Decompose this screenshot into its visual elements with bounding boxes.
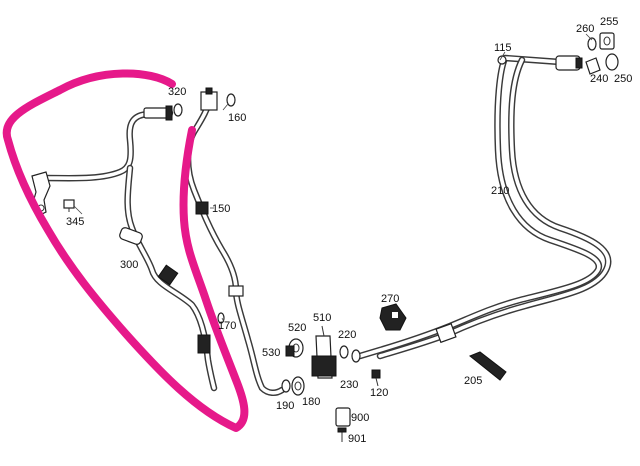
- callout-345: 345: [66, 216, 84, 228]
- grommet-190: [281, 379, 291, 393]
- nut-530: [285, 345, 295, 357]
- washer-230: [351, 349, 361, 363]
- sensor-270: [379, 303, 407, 331]
- callout-530: 530: [262, 347, 280, 359]
- bracket-510: [311, 325, 337, 379]
- callout-120: 120: [370, 387, 388, 399]
- callout-260: 260: [576, 23, 594, 35]
- callout-180: 180: [302, 396, 320, 408]
- screw-120: [371, 369, 381, 387]
- washer-220: [339, 345, 349, 359]
- callout-255: 255: [600, 16, 618, 28]
- hose-assembly-300: [31, 103, 218, 392]
- highlight-outline: [2, 69, 249, 432]
- callout-240: 240: [590, 73, 608, 85]
- callout-270: 270: [381, 293, 399, 305]
- callout-320: 320: [168, 86, 186, 98]
- filter-205: [469, 351, 507, 381]
- callout-220: 220: [338, 329, 356, 341]
- cap-250: [605, 53, 619, 71]
- callout-250: 250: [614, 73, 632, 85]
- callout-230: 230: [340, 379, 358, 391]
- callout-205: 205: [464, 375, 482, 387]
- valve-240: [585, 57, 601, 75]
- callout-170: 170: [218, 320, 236, 332]
- callout-900: 900: [351, 412, 369, 424]
- seal-180: [291, 376, 305, 396]
- callout-210: 210: [491, 185, 509, 197]
- callout-300: 300: [120, 259, 138, 271]
- bolt-901: [337, 427, 347, 442]
- callout-115: 115: [494, 42, 512, 54]
- clip-900: [335, 407, 351, 427]
- bolt-345: [63, 199, 75, 212]
- washer-260: [587, 37, 597, 51]
- pipe-210: [356, 54, 612, 360]
- callout-901: 901: [348, 433, 366, 445]
- nut-255: [599, 32, 615, 50]
- callout-150: 150: [212, 203, 230, 215]
- callout-190: 190: [276, 400, 294, 412]
- callout-520: 520: [288, 322, 306, 334]
- callout-160: 160: [228, 112, 246, 124]
- callout-510: 510: [313, 312, 331, 324]
